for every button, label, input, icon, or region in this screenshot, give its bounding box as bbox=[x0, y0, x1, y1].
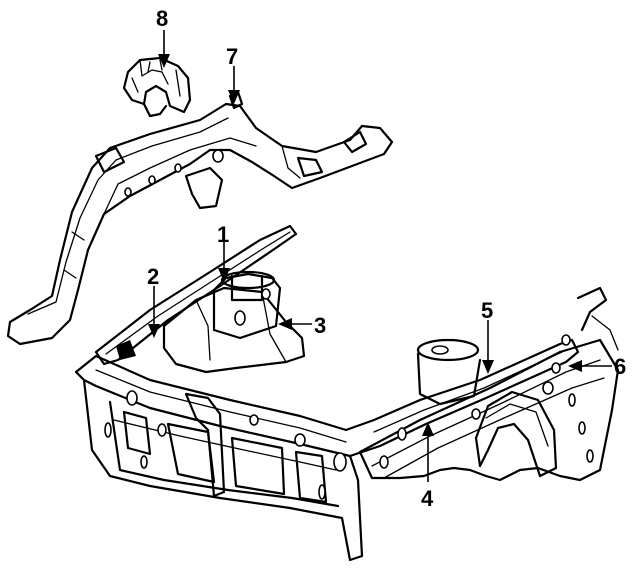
leader-lines bbox=[148, 30, 612, 482]
leader-3 bbox=[278, 318, 312, 330]
leader-1 bbox=[218, 242, 230, 282]
upper-support-part bbox=[6, 90, 394, 346]
callout-3: 3 bbox=[314, 313, 326, 338]
leader-2 bbox=[148, 286, 160, 338]
callout-6: 6 bbox=[614, 354, 626, 379]
apron-strip-part bbox=[94, 224, 298, 366]
insulator-part bbox=[122, 56, 192, 118]
callout-1: 1 bbox=[217, 222, 229, 247]
callout-5: 5 bbox=[481, 298, 493, 323]
front-frame-part bbox=[74, 286, 620, 562]
callout-7: 7 bbox=[226, 44, 238, 69]
leader-7 bbox=[228, 66, 240, 104]
callout-2: 2 bbox=[147, 264, 159, 289]
leader-6 bbox=[568, 360, 612, 372]
callout-8: 8 bbox=[156, 6, 168, 31]
leader-4 bbox=[422, 422, 434, 482]
callout-labels: 1 2 3 4 5 6 7 8 bbox=[147, 6, 626, 511]
left-engine-mount-part bbox=[162, 270, 306, 374]
leader-8 bbox=[158, 30, 170, 68]
callout-4: 4 bbox=[421, 486, 434, 511]
leader-5 bbox=[482, 320, 494, 374]
